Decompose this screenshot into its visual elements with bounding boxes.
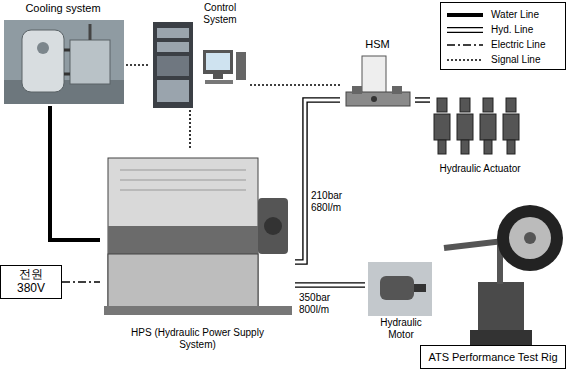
node-label: Control System	[194, 2, 246, 25]
test-rig	[444, 205, 563, 345]
cooling-photo	[4, 20, 124, 104]
line-stroke	[295, 100, 340, 262]
line-stroke	[447, 59, 483, 61]
sig-line	[250, 85, 340, 86]
equipment-label-box: Hydraulic Motor	[365, 258, 437, 340]
node-label: ATS Performance Test Rig	[428, 351, 557, 364]
node-label: HPS (Hydraulic Power Supply System)	[119, 327, 277, 350]
motor-photo	[368, 262, 432, 316]
line-stroke	[415, 99, 430, 102]
legend-text: Hyd. Line	[491, 24, 533, 35]
flow-spec: 210bar 680l/m	[310, 190, 352, 213]
node-label: 전원 380V	[13, 268, 49, 296]
water-line	[50, 106, 100, 240]
legend-box: Water LineHyd. LineElectric LineSignal L…	[440, 2, 566, 70]
line-stroke	[447, 28, 483, 31]
power-box: 전원 380V	[0, 265, 62, 299]
legend-sample	[445, 40, 485, 50]
line-stroke	[50, 106, 100, 240]
equipment-label-box: Hydraulic Actuator	[430, 92, 530, 174]
hyd-line	[295, 100, 340, 262]
elec-line	[62, 282, 100, 283]
legend-sample	[445, 25, 485, 35]
hyd-line	[295, 285, 365, 286]
rig-title-box: ATS Performance Test Rig	[420, 345, 566, 369]
legend-row: Signal Line	[445, 52, 561, 67]
legend-row: Electric Line	[445, 37, 561, 52]
node-label: Hydraulic Motor	[373, 317, 429, 340]
hsm-unit	[346, 56, 410, 106]
node-label: HSM	[365, 38, 389, 51]
line-stroke	[126, 64, 150, 66]
sig-line	[190, 110, 191, 150]
node-label: Cooling system	[25, 2, 100, 15]
edge-label-holder: 350bar 800l/m	[298, 292, 342, 315]
line-stroke	[62, 281, 100, 283]
hyd-line	[415, 100, 430, 101]
legend-text: Electric Line	[491, 39, 545, 50]
line-stroke	[189, 110, 191, 150]
line-stroke	[250, 84, 340, 86]
line-stroke	[447, 13, 483, 17]
line-stroke	[447, 27, 483, 33]
line-stroke	[415, 97, 430, 103]
line-stroke	[295, 100, 340, 262]
equipment-label-box: HPS (Hydraulic Power Supply System)	[100, 150, 295, 350]
legend-row: Hyd. Line	[445, 22, 561, 37]
line-stroke	[295, 284, 365, 287]
equipment-label-box: HSM	[340, 38, 415, 113]
hps-unit	[104, 158, 292, 315]
actuators	[434, 98, 519, 154]
flow-spec: 350bar 800l/m	[298, 292, 342, 315]
line-stroke	[447, 44, 483, 46]
legend-text: Water Line	[491, 9, 539, 20]
control-rack	[153, 22, 246, 108]
edge-label-holder: 210bar 680l/m	[310, 190, 352, 213]
sig-line	[126, 65, 150, 66]
node-label: Hydraulic Actuator	[439, 163, 520, 175]
equipment-label-box: Control System	[150, 2, 250, 110]
legend-sample	[445, 10, 485, 20]
legend-text: Signal Line	[491, 54, 540, 65]
line-stroke	[295, 282, 365, 288]
legend-sample	[445, 55, 485, 65]
legend-row: Water Line	[445, 7, 561, 22]
equipment-label-box: Cooling system	[0, 2, 126, 106]
